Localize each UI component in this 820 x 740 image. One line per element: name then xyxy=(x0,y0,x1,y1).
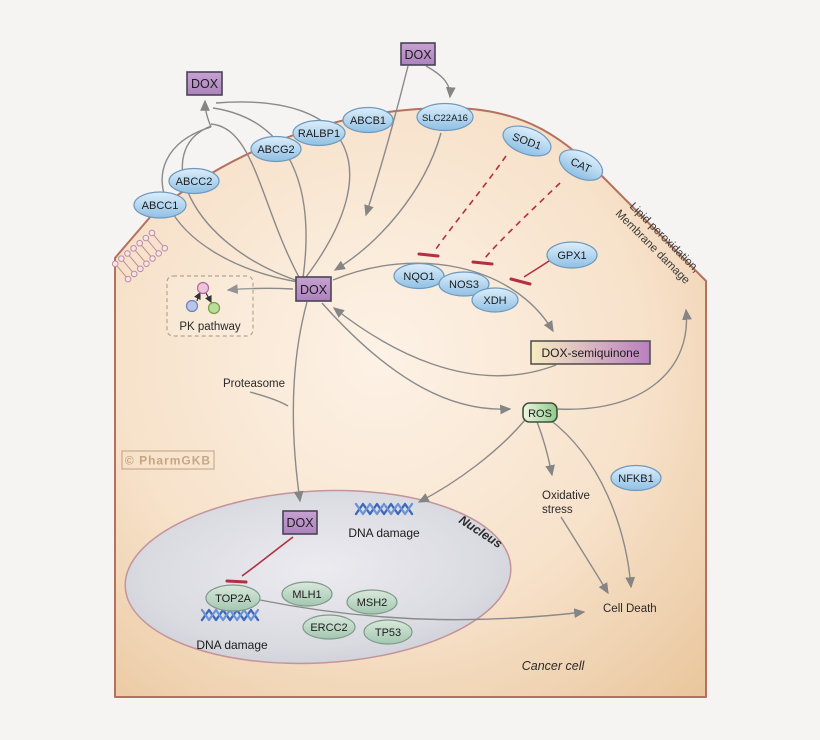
metabolite-label: DOX-semiquinone xyxy=(541,346,639,360)
gene-label: NQO1 xyxy=(403,271,434,283)
oxidative-stress-label-1: Oxidative xyxy=(542,490,590,502)
arrow-layer xyxy=(161,65,692,621)
gene-label: ABCC1 xyxy=(142,200,179,212)
drug-label: DOX xyxy=(404,48,432,62)
gene-node-ercc2[interactable]: ERCC2 xyxy=(302,614,356,640)
gene-label: MSH2 xyxy=(357,597,388,609)
gene-label: GPX1 xyxy=(557,250,586,262)
gene-label: ABCC2 xyxy=(176,176,213,188)
gene-node-gpx1[interactable]: GPX1 xyxy=(546,241,598,269)
gene-node-nqo1[interactable]: NQO1 xyxy=(393,262,445,290)
ros-box[interactable]: ROS xyxy=(522,402,558,423)
cell-death-label: Cell Death xyxy=(603,603,657,615)
gene-label: MLH1 xyxy=(292,589,321,601)
gene-label: NOS3 xyxy=(449,279,479,291)
gene-label: SLC22A16 xyxy=(422,113,468,124)
dox-box-cytoplasm[interactable]: DOX xyxy=(295,276,332,302)
pk-molecules-icon xyxy=(185,281,221,315)
dox-box-entry[interactable]: DOX xyxy=(400,42,436,66)
oxidative-stress-label-2: stress xyxy=(542,504,573,516)
dna-damage-nucleus-label: DNA damage xyxy=(196,638,268,652)
dox-semiquinone-box[interactable]: DOX-semiquinone xyxy=(530,340,651,365)
pk-pathway-label: PK pathway xyxy=(179,321,241,333)
gene-label: ERCC2 xyxy=(310,622,347,634)
gene-node-msh2[interactable]: MSH2 xyxy=(346,589,398,615)
gene-label: TOP2A xyxy=(215,593,252,605)
gene-node-abcc2[interactable]: ABCC2 xyxy=(168,167,220,195)
dna-damage-top-label: DNA damage xyxy=(348,526,420,540)
dox-box-nucleus[interactable]: DOX xyxy=(282,510,318,535)
inhibition-layer xyxy=(225,155,561,584)
cancer-cell-label: Cancer cell xyxy=(522,659,586,673)
gene-node-tp53[interactable]: TP53 xyxy=(363,619,413,645)
gene-node-abcb1[interactable]: ABCB1 xyxy=(342,106,394,134)
drug-label: DOX xyxy=(286,516,314,530)
gene-label: TP53 xyxy=(375,627,401,639)
gene-node-abcc1[interactable]: ABCC1 xyxy=(133,191,187,219)
gene-node-sod1[interactable]: SOD1 xyxy=(499,120,555,162)
gene-label: XDH xyxy=(483,295,506,307)
gene-label: ABCB1 xyxy=(350,115,386,127)
gene-node-nfkb1[interactable]: NFKB1 xyxy=(610,464,662,492)
gene-node-nos3[interactable]: NOS3 xyxy=(438,271,490,297)
drug-label: DOX xyxy=(300,283,328,297)
gene-node-xdh[interactable]: XDH xyxy=(471,287,519,313)
metabolite-label: ROS xyxy=(528,408,552,420)
proteasome-label: Proteasome xyxy=(223,378,285,390)
pharmgkb-watermark: © PharmGKB xyxy=(121,450,215,470)
gene-node-slc22a16[interactable]: SLC22A16 xyxy=(416,102,474,132)
gene-node-mlh1[interactable]: MLH1 xyxy=(281,581,333,607)
gene-node-cat[interactable]: CAT xyxy=(555,143,608,186)
gene-node-ralbp1[interactable]: RALBP1 xyxy=(292,119,346,147)
gene-label: NFKB1 xyxy=(618,473,653,485)
gene-node-top2a[interactable]: TOP2A xyxy=(205,584,261,612)
dna-icon xyxy=(354,502,414,516)
gene-label: ABCG2 xyxy=(257,144,294,156)
dox-box-efflux[interactable]: DOX xyxy=(186,71,223,96)
membrane-lipids-icon xyxy=(111,229,169,283)
pk-pathway-box[interactable]: PK pathway xyxy=(166,275,254,337)
drug-label: DOX xyxy=(191,77,219,91)
gene-label: RALBP1 xyxy=(298,128,340,140)
nucleus-shape xyxy=(124,489,512,665)
gene-node-abcg2[interactable]: ABCG2 xyxy=(250,135,302,163)
svg-text:© PharmGKB: © PharmGKB xyxy=(125,454,211,468)
